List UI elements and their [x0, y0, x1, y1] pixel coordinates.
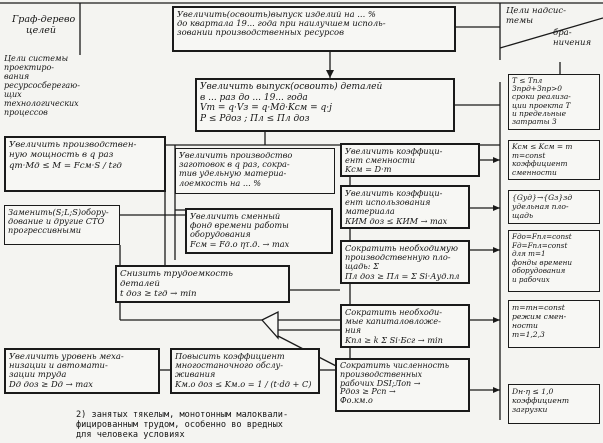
header-right-sub2: ничения — [553, 38, 592, 48]
system-goal: Цели системы проектиро- вания ресурсосбе… — [4, 54, 80, 117]
goal-material: Увеличить коэффици- ент использования ма… — [340, 185, 470, 229]
goal-fund: Увеличить сменный фонд времени работы об… — [185, 208, 333, 254]
constraint-deadline: T ≤ Tпл Зпрд+Зпр>0 сроки реализа- ции пр… — [508, 74, 600, 130]
goal-blanks: Увеличить производство заготовок в q раз… — [175, 148, 335, 194]
collector-triangle — [260, 310, 279, 340]
constraint-area: {Gуд}→{Gз}зд удельная пло- щадь — [508, 190, 600, 224]
constraint-funds: Fдо=Fпл=const Fд=Fпл=const для m=1 фонды… — [508, 230, 600, 292]
header-title-line1: Граф-дерево — [12, 14, 76, 25]
goal-power: Увеличить производствен- ную мощность в … — [4, 136, 166, 192]
goal-area: Сократить необходимую производственную п… — [340, 240, 470, 284]
caption-text: 2) занятых тякелым, монотонным малоквали… — [76, 410, 289, 440]
goal-capital: Сократить необходи- мые капиталовложе- н… — [340, 304, 470, 348]
goal-equipment: Заменить(S;L;S)обору- дование и другие С… — [4, 205, 120, 245]
goal-multi: Повысить коэффициент многостаночного обс… — [170, 348, 320, 394]
header-title-line2: целей — [26, 25, 57, 36]
goal-mechanize: Увеличить уровень меха- низации и автома… — [4, 348, 160, 394]
header-right-line1: Цели надсис- — [506, 6, 566, 16]
goal-top: Увеличить(освоить)выпуск изделий на ... … — [172, 6, 456, 52]
header-right-label: Цели надсис- темы — [506, 6, 566, 26]
header-right-line2: темы — [506, 16, 534, 26]
constraint-shift: Kсм ≤ Kсм = m m=const коэффициент сменно… — [508, 140, 600, 180]
goal-reduce-time: Снизить трудоемкость деталей t доз ≥ tгд… — [115, 265, 290, 303]
goal-shift-coef: Увеличить коэффици- ент сменности Kсм = … — [340, 143, 480, 177]
constraint-regime: m=mн=const режим смен- ности m=1,2,3 — [508, 300, 600, 348]
header-right-sub: бра- ничения — [553, 28, 591, 48]
goal-workers: Сократить численность производственных р… — [335, 358, 470, 412]
goal-main: Увеличить выпуск(освоить) деталей в ... … — [195, 78, 455, 132]
header-right-sub1: бра- — [553, 28, 572, 38]
header-left-title: Граф-дерево целей — [12, 14, 75, 36]
constraint-load: Dн·η ≤ 1,0 коэффициент загрузки — [508, 384, 600, 424]
